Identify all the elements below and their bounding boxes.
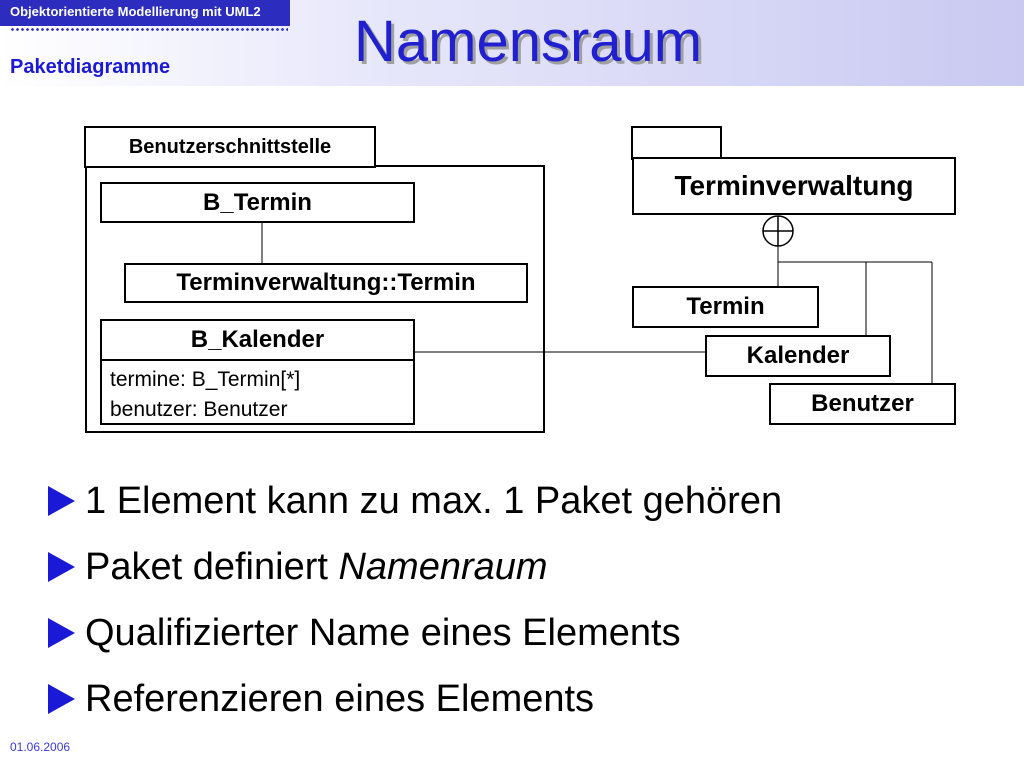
course-title: Objektorientierte Modellierung mit UML2 <box>10 4 261 19</box>
benutzer-class: Benutzer <box>769 383 956 425</box>
bullet-item: Qualifizierter Name eines Elements <box>48 600 988 666</box>
attribute-termine: termine: B_Termin[*] <box>110 368 301 391</box>
section-title: Paketdiagramme <box>10 56 171 78</box>
slide-title: Namensraum <box>354 9 703 74</box>
bullet-text: Paket definiert <box>85 545 339 588</box>
package-tab-left: Benutzerschnittstelle <box>84 126 376 168</box>
triangle-bullet-icon <box>48 486 75 516</box>
bullet-item: Paket definiert Namenraum <box>48 534 988 600</box>
course-title-bar: Objektorientierte Modellierung mit UML2 <box>0 0 290 26</box>
bullet-item: Referenzieren eines Elements <box>48 666 988 732</box>
attribute-benutzer: benutzer: Benutzer <box>110 398 288 421</box>
bullet-text: Qualifizierter Name eines Elements <box>85 611 681 654</box>
package-tab-right <box>631 126 722 160</box>
bullet-text: 1 Element kann zu max. 1 Paket gehören <box>85 479 783 522</box>
bullet-text: Referenzieren eines Elements <box>85 677 595 720</box>
b-kalender-attributes: termine: B_Termin[*] benutzer: Benutzer <box>100 359 415 425</box>
bullet-item: 1 Element kann zu max. 1 Paket gehören <box>48 468 988 534</box>
element-import-termin: Terminverwaltung::Termin <box>124 263 528 303</box>
package-diagram: Benutzerschnittstelle B_Termin Terminver… <box>84 126 956 433</box>
package-terminverwaltung: Terminverwaltung <box>632 157 956 215</box>
b-termin-class: B_Termin <box>100 182 415 223</box>
kalender-class: Kalender <box>705 335 891 377</box>
bullet-list: 1 Element kann zu max. 1 Paket gehören P… <box>48 468 988 732</box>
footer-date: 01.06.2006 <box>10 740 71 754</box>
slide-header: Objektorientierte Modellierung mit UML2 … <box>0 0 1024 86</box>
triangle-bullet-icon <box>48 684 75 714</box>
triangle-bullet-icon <box>48 618 75 648</box>
bullet-emphasis: Namenraum <box>338 545 548 588</box>
b-kalender-class: B_Kalender <box>100 319 415 361</box>
triangle-bullet-icon <box>48 552 75 582</box>
dotted-divider <box>10 28 288 31</box>
termin-class: Termin <box>632 286 819 328</box>
